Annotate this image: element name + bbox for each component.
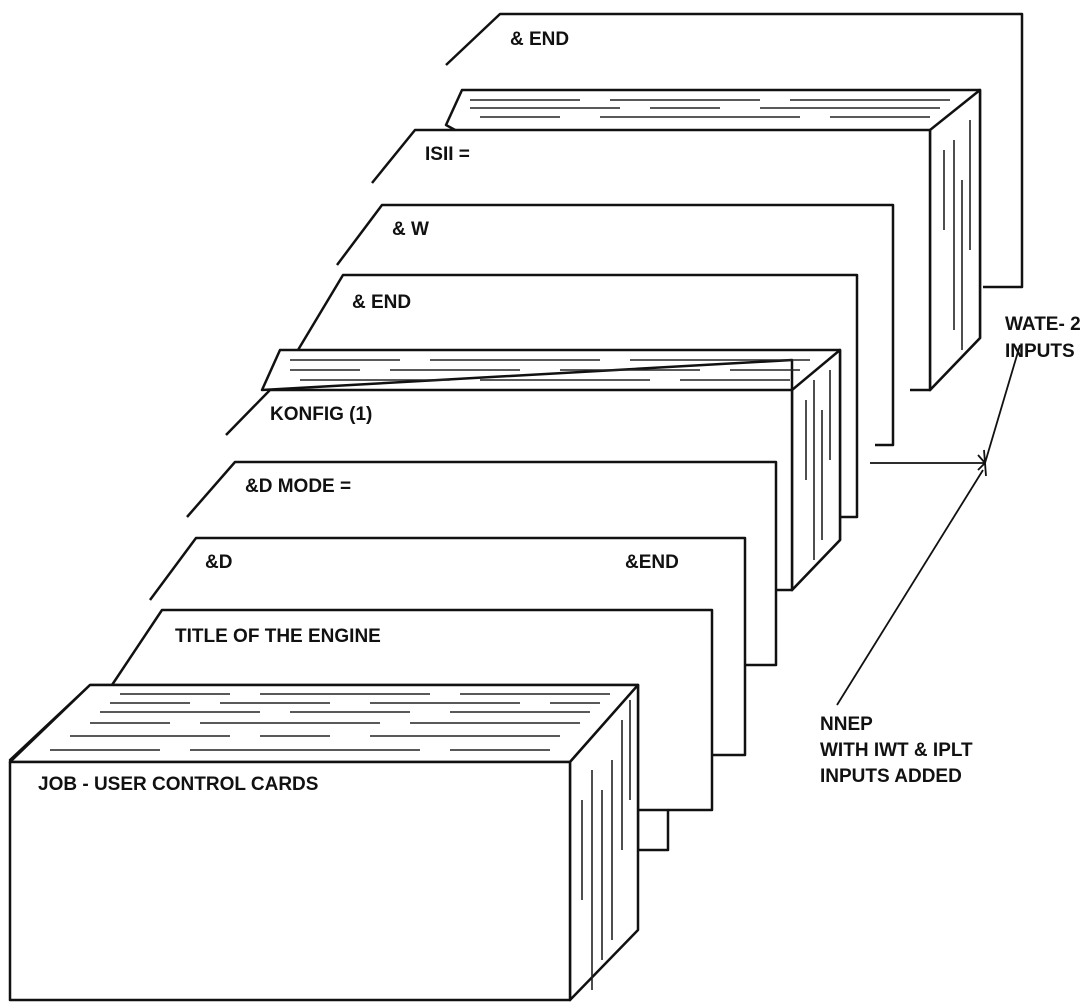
label-d-mode: &D MODE = bbox=[245, 476, 351, 497]
wate2-label-line1: WATE- 2 bbox=[1005, 314, 1081, 335]
label-end-mid: & END bbox=[352, 292, 411, 313]
label-d: &D bbox=[205, 552, 232, 573]
nnep-label-line3: INPUTS ADDED bbox=[820, 766, 962, 787]
label-konfig: KONFIG (1) bbox=[270, 404, 372, 425]
nnep-label-line2: WITH IWT & IPLT bbox=[820, 740, 973, 761]
card-deck-job bbox=[10, 685, 668, 1000]
label-w: & W bbox=[392, 219, 429, 240]
label-d-end: &END bbox=[625, 552, 679, 573]
label-title: TITLE OF THE ENGINE bbox=[175, 626, 381, 647]
nnep-leader bbox=[837, 470, 983, 705]
label-isii: ISII = bbox=[425, 144, 470, 165]
label-end-top: & END bbox=[510, 29, 569, 50]
nnep-label-line1: NNEP bbox=[820, 714, 873, 735]
wate2-label-line2: INPUTS bbox=[1005, 341, 1075, 362]
label-job: JOB - USER CONTROL CARDS bbox=[38, 774, 318, 795]
